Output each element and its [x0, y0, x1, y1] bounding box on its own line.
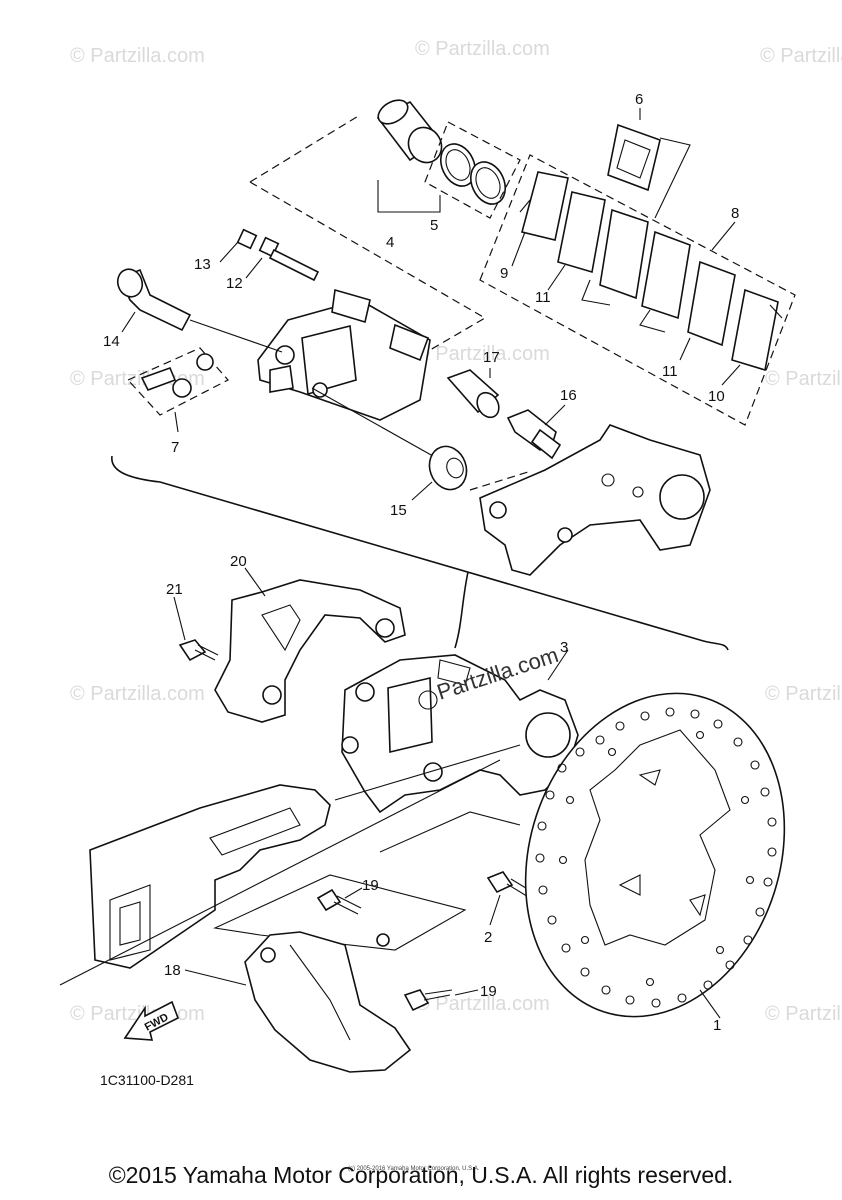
callout-19b: 19 — [480, 983, 497, 1000]
watermark-symbol — [418, 690, 438, 710]
callout-8: 8 — [731, 205, 739, 222]
watermark: © Partzilla.com — [70, 683, 205, 705]
leader — [547, 264, 566, 291]
leader — [184, 969, 247, 986]
pad-shim-left — [519, 171, 569, 241]
callout-16: 16 — [560, 387, 577, 404]
copyright-notice: ©2015 Yamaha Motor Corporation, U.S.A. A… — [108, 1162, 734, 1188]
watermark: © Partzilla.com — [415, 38, 550, 60]
bleed-screw-cap — [236, 228, 258, 250]
leader — [174, 411, 179, 433]
caliper-bracket-upper — [479, 424, 711, 576]
callout-13: 13 — [194, 256, 211, 273]
rubber-boot — [428, 445, 468, 491]
caliper-piston — [376, 99, 443, 164]
callout-7: 7 — [171, 439, 179, 456]
callout-1: 1 — [713, 1017, 721, 1034]
leader — [711, 221, 736, 251]
caliper-bracket — [214, 579, 406, 723]
callout-3: 3 — [560, 639, 568, 656]
diagram-code: 1C31100-D281 — [100, 1072, 194, 1088]
caliper-body-upper — [257, 288, 431, 421]
watermark: © Partzilla.com — [765, 368, 842, 390]
disc-drill-holes — [535, 707, 777, 1008]
swingarm — [59, 744, 521, 986]
bleeder-group-box — [126, 347, 229, 416]
leader — [344, 887, 363, 899]
leader — [679, 337, 691, 361]
leader — [311, 387, 441, 461]
piston-seal-kit — [439, 143, 507, 205]
seal-kit-group-box — [424, 121, 521, 219]
leader — [721, 364, 741, 386]
leader — [654, 137, 691, 219]
callout-19a: 19 — [362, 877, 379, 894]
watermark: © Partzilla.com — [415, 343, 550, 365]
callout-4: 4 — [386, 234, 394, 251]
leader — [379, 811, 521, 853]
callout-5: 5 — [430, 217, 438, 234]
watermarks: © Partzilla.com © Partzilla.com © Partzi… — [70, 38, 842, 1025]
leader — [547, 649, 569, 681]
subassembly-pointer — [454, 571, 469, 649]
callout-2: 2 — [484, 929, 492, 946]
callout-10: 10 — [708, 388, 725, 405]
callout-18: 18 — [164, 962, 181, 979]
watermark: © Partzilla.com — [765, 1003, 842, 1025]
callout-12: 12 — [226, 275, 243, 292]
callout-9: 9 — [500, 265, 508, 282]
leader — [411, 481, 433, 501]
callout-15: 15 — [390, 502, 407, 519]
watermark: © Partzilla.com — [70, 45, 205, 67]
leader — [511, 231, 526, 267]
watermark: © Partzilla.com — [415, 993, 550, 1015]
callout-14: 14 — [103, 333, 120, 350]
watermark: © Partzilla.com — [765, 683, 842, 705]
leader — [489, 894, 501, 926]
callout-11b: 11 — [662, 363, 678, 380]
leader — [469, 471, 529, 491]
brake-pad-left — [557, 191, 649, 306]
caliper-assembly — [341, 654, 579, 814]
leader — [245, 257, 263, 279]
bracket-bolt — [178, 639, 219, 662]
leader — [249, 181, 487, 351]
callout-20: 20 — [230, 553, 247, 570]
guide-bolt — [506, 409, 562, 460]
caliper-pin-bolt — [116, 268, 192, 332]
subassembly-bracket-line — [111, 455, 729, 651]
leader — [121, 311, 136, 333]
callout-6: 6 — [635, 91, 643, 108]
disc-guard — [244, 931, 412, 1073]
bleeder-screw — [140, 353, 214, 398]
leader — [249, 114, 361, 183]
pin-collar — [446, 369, 500, 419]
leader — [699, 989, 721, 1019]
pad-kit-group-box — [479, 154, 796, 426]
pad-spring — [607, 123, 661, 192]
callout-11a: 11 — [535, 289, 551, 306]
pad-shim-right — [731, 288, 783, 372]
callouts: 1 2 3 4 5 6 7 8 9 10 11 11 12 13 14 15 1… — [103, 91, 739, 1034]
small-print: (c) 2005-2016 Yamaha Motor Corporation, … — [348, 1166, 480, 1172]
leader — [189, 319, 283, 353]
leader — [377, 180, 441, 213]
watermark: © Partzilla.com — [760, 45, 842, 67]
callout-21: 21 — [166, 581, 183, 598]
leader — [173, 596, 186, 641]
callout-17: 17 — [483, 349, 500, 366]
pad-pin — [258, 236, 320, 282]
guard-bolt-upper — [316, 888, 362, 915]
leader — [213, 874, 467, 951]
brake-disc — [524, 692, 786, 1018]
leader — [244, 567, 266, 597]
leader — [454, 989, 479, 996]
guard-bolt-lower — [403, 989, 453, 1012]
brake-pad-right — [639, 230, 736, 347]
leader — [544, 404, 566, 426]
leader — [219, 241, 239, 263]
